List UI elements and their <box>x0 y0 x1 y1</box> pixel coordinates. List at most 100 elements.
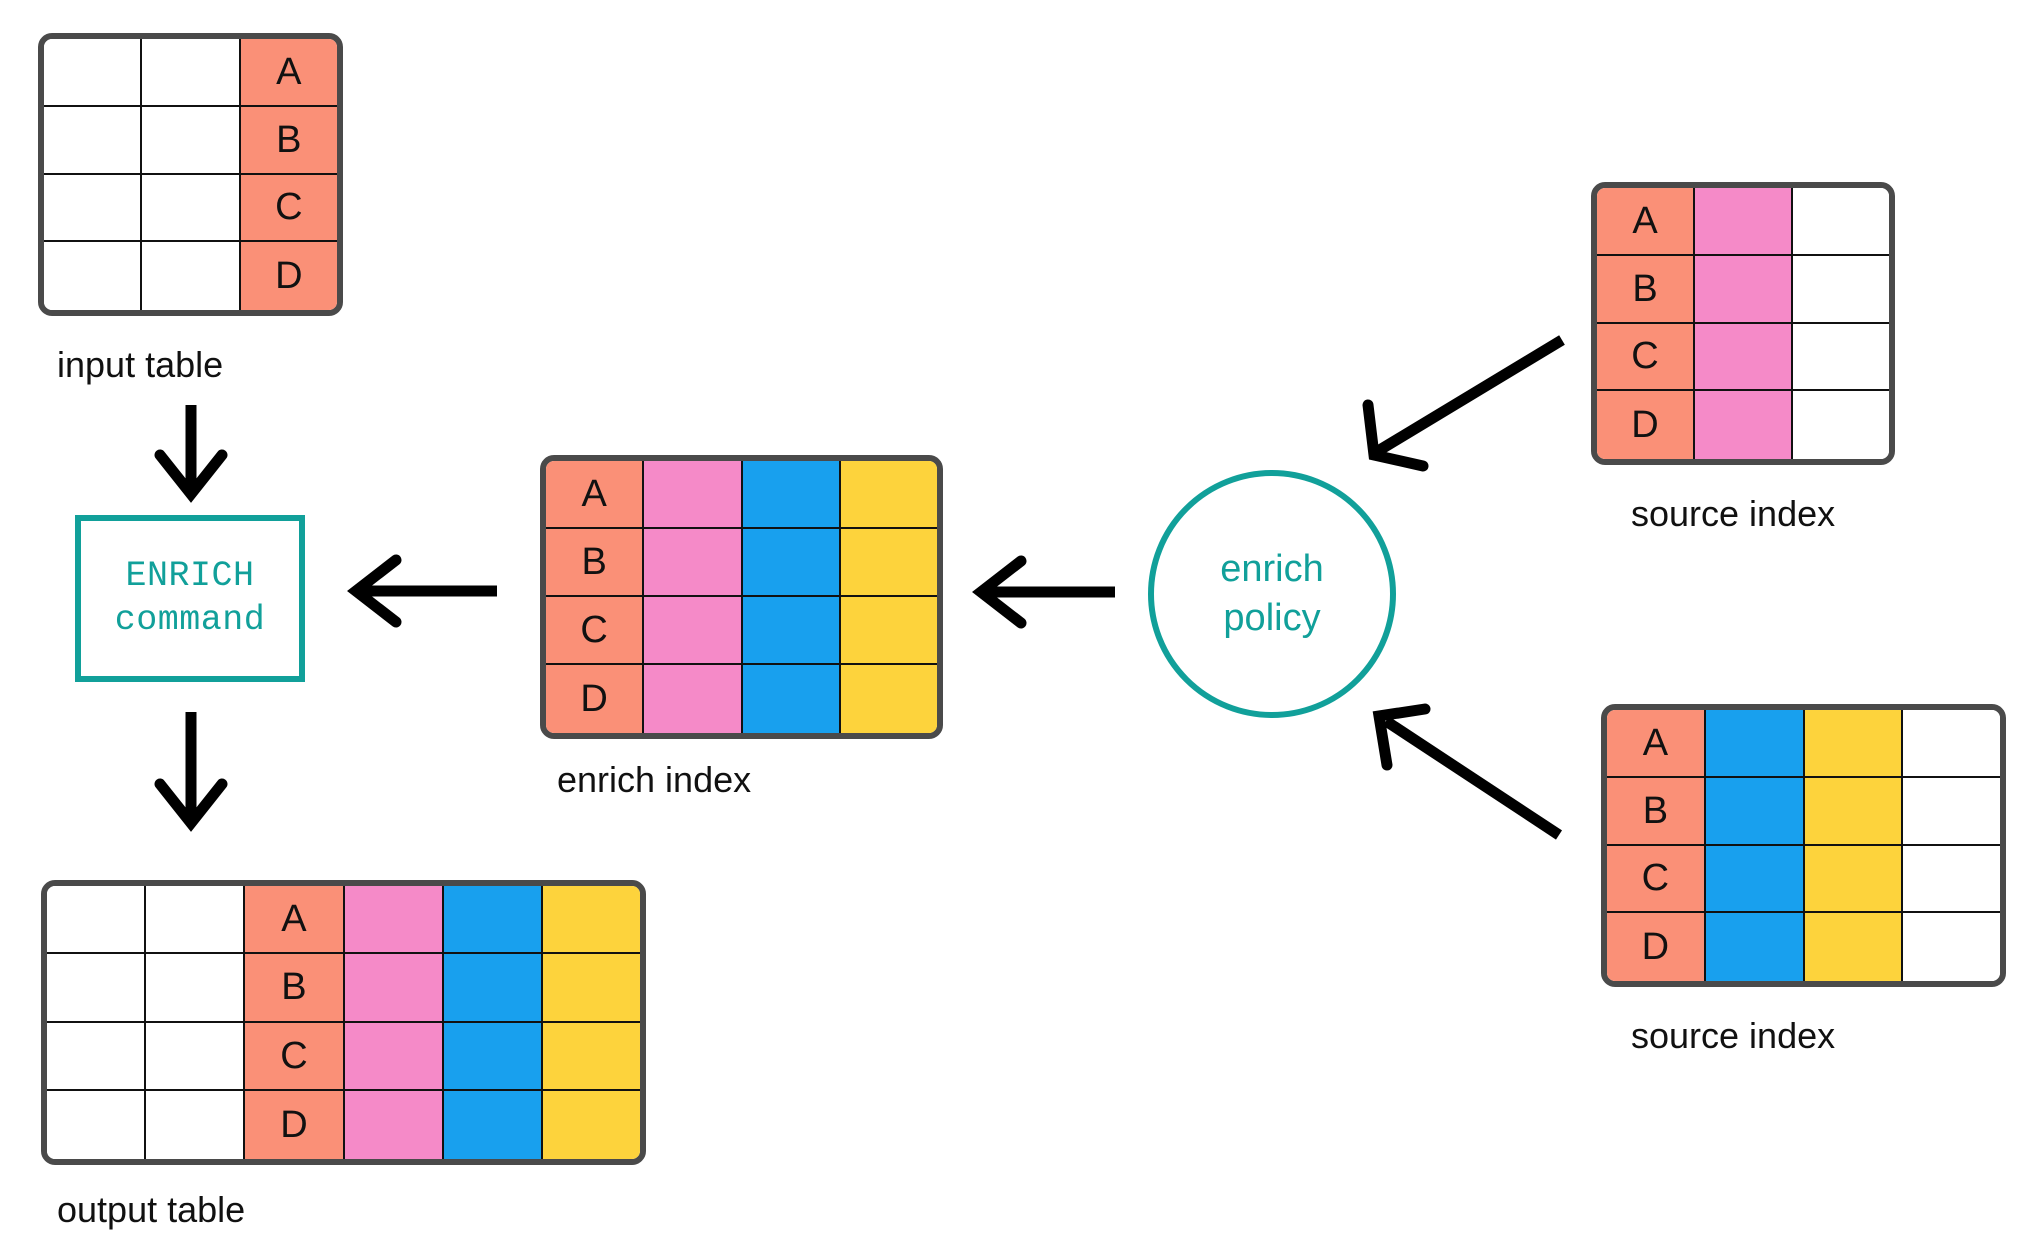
table-row: D <box>1607 913 2000 981</box>
table-cell <box>1804 845 1904 914</box>
table-cell <box>1903 845 2000 914</box>
table-cell: D <box>1597 391 1695 459</box>
table-cell: B <box>240 106 337 175</box>
table-row: C <box>546 597 937 665</box>
table-cell: A <box>240 39 337 107</box>
table-cell <box>542 1090 640 1159</box>
table-cell: B <box>1607 777 1706 846</box>
table-cell: A <box>1597 188 1695 256</box>
table-cell <box>443 954 543 1023</box>
table-cell <box>542 1022 640 1091</box>
table-cell: A <box>1607 710 1706 778</box>
table-cell <box>644 665 743 733</box>
table-row: D <box>1597 391 1889 459</box>
table-cell <box>1793 323 1889 392</box>
enrich-command-line-1: ENRICH <box>125 555 255 596</box>
enrich-policy-circle[interactable]: enrich policy <box>1148 470 1396 718</box>
source-index-top-caption: source index <box>1631 493 1836 534</box>
table-cell <box>142 39 241 107</box>
table-cell <box>47 1090 147 1159</box>
table-cell <box>1804 777 1904 846</box>
enrich-command-box[interactable]: ENRICH command <box>75 515 305 682</box>
table-cell <box>1903 777 2000 846</box>
table-cell <box>644 461 743 529</box>
table-cell: A <box>546 461 645 529</box>
table-cell <box>1705 710 1805 778</box>
table-cell: D <box>546 665 645 733</box>
table-cell <box>1705 777 1805 846</box>
table-cell <box>1705 913 1805 981</box>
table-cell: D <box>1607 913 1706 981</box>
table-cell <box>344 1090 444 1159</box>
table-cell <box>344 954 444 1023</box>
table-row: A <box>47 886 640 955</box>
table-cell <box>542 954 640 1023</box>
table-row: B <box>44 106 337 175</box>
table-cell <box>1695 323 1793 392</box>
arrow-policy-to-enrich-index-icon <box>972 555 1115 629</box>
table-cell: C <box>1597 323 1695 392</box>
arrow-input-to-command-icon <box>154 405 228 503</box>
arrow-source-top-to-policy-icon <box>1362 335 1565 472</box>
table-row: B <box>1597 255 1889 324</box>
table-cell <box>1695 188 1793 256</box>
table-row: C <box>44 174 337 243</box>
table-row: C <box>47 1022 640 1091</box>
arrow-source-bottom-to-policy-icon <box>1372 703 1563 840</box>
table-cell <box>644 529 743 597</box>
table-cell <box>146 1022 246 1091</box>
table-row: D <box>546 665 937 733</box>
table-cell <box>146 1090 246 1159</box>
table-row: A <box>44 39 337 107</box>
table-cell <box>44 174 143 243</box>
table-cell <box>1903 913 2000 981</box>
table-cell: D <box>245 1090 345 1159</box>
table-cell <box>840 529 937 597</box>
table-cell: C <box>245 1022 345 1091</box>
table-cell <box>1804 710 1904 778</box>
table-cell <box>742 665 841 733</box>
table-cell: B <box>1597 255 1695 324</box>
table-cell: D <box>240 242 337 310</box>
table-cell <box>142 242 241 310</box>
enrich-policy-line-1: enrich <box>1220 547 1324 590</box>
table-cell <box>344 886 444 955</box>
input-table-caption: input table <box>57 344 224 385</box>
table-row: B <box>546 529 937 597</box>
enrich-command-line-2: command <box>114 599 266 640</box>
table-row: A <box>546 461 937 529</box>
output-table-caption: output table <box>57 1189 246 1230</box>
table-cell: C <box>1607 845 1706 914</box>
enrich-index-caption: enrich index <box>557 759 752 800</box>
table-cell <box>47 954 147 1023</box>
enrich-policy-line-2: policy <box>1223 597 1321 639</box>
table-cell <box>443 1022 543 1091</box>
table-cell <box>1695 255 1793 324</box>
table-cell <box>840 597 937 665</box>
table-cell <box>742 529 841 597</box>
table-cell <box>443 886 543 955</box>
table-cell <box>1903 710 2000 778</box>
table-cell <box>542 886 640 955</box>
table-cell <box>1804 913 1904 981</box>
table-row: D <box>47 1090 640 1159</box>
table-cell <box>840 461 937 529</box>
table-row: D <box>44 242 337 310</box>
table-cell <box>44 242 143 310</box>
table-cell <box>44 106 143 175</box>
table-cell <box>742 597 841 665</box>
table-cell <box>142 174 241 243</box>
table-cell <box>344 1022 444 1091</box>
table-cell <box>840 665 937 733</box>
table-cell <box>47 886 147 955</box>
table-cell <box>1705 845 1805 914</box>
table-cell <box>142 106 241 175</box>
table-cell: B <box>245 954 345 1023</box>
table-cell <box>146 886 246 955</box>
table-cell: A <box>245 886 345 955</box>
